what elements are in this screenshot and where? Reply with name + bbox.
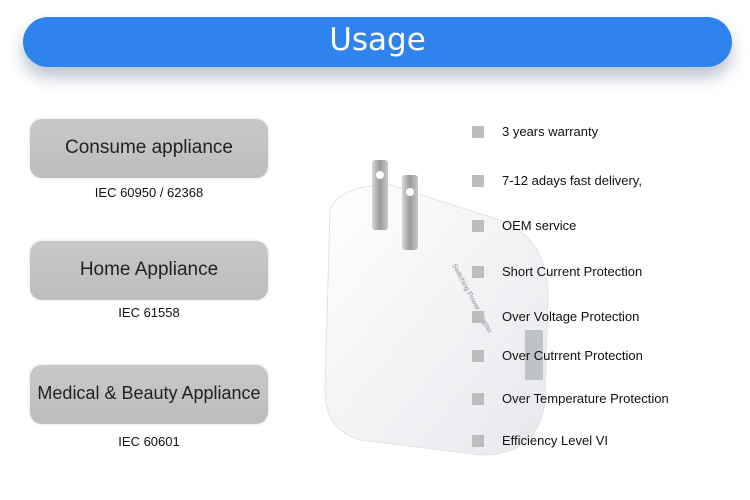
standard-label: IEC 61558 <box>118 305 180 320</box>
bullet-square-icon <box>472 126 484 138</box>
power-adapter-image: Switching Power Adapter <box>324 160 549 456</box>
bullet-square-icon <box>472 266 484 278</box>
bullet-square-icon <box>472 350 484 362</box>
bullet-square-icon <box>472 393 484 405</box>
usage-banner: Usage <box>23 17 732 67</box>
application-medical-beauty: Medical & Beauty Appliance <box>30 365 268 424</box>
standard-label: IEC 60601 <box>118 434 180 449</box>
standard-label: IEC 60950 / 62368 <box>94 185 204 200</box>
bullet-square-icon <box>472 175 484 187</box>
bullet-square-icon <box>472 220 484 232</box>
bullet-square-icon <box>472 435 484 447</box>
application-consume-appliance: Consume appliance <box>30 119 268 178</box>
application-home-appliance: Home Appliance <box>30 241 268 300</box>
bullet-square-icon <box>472 311 484 323</box>
